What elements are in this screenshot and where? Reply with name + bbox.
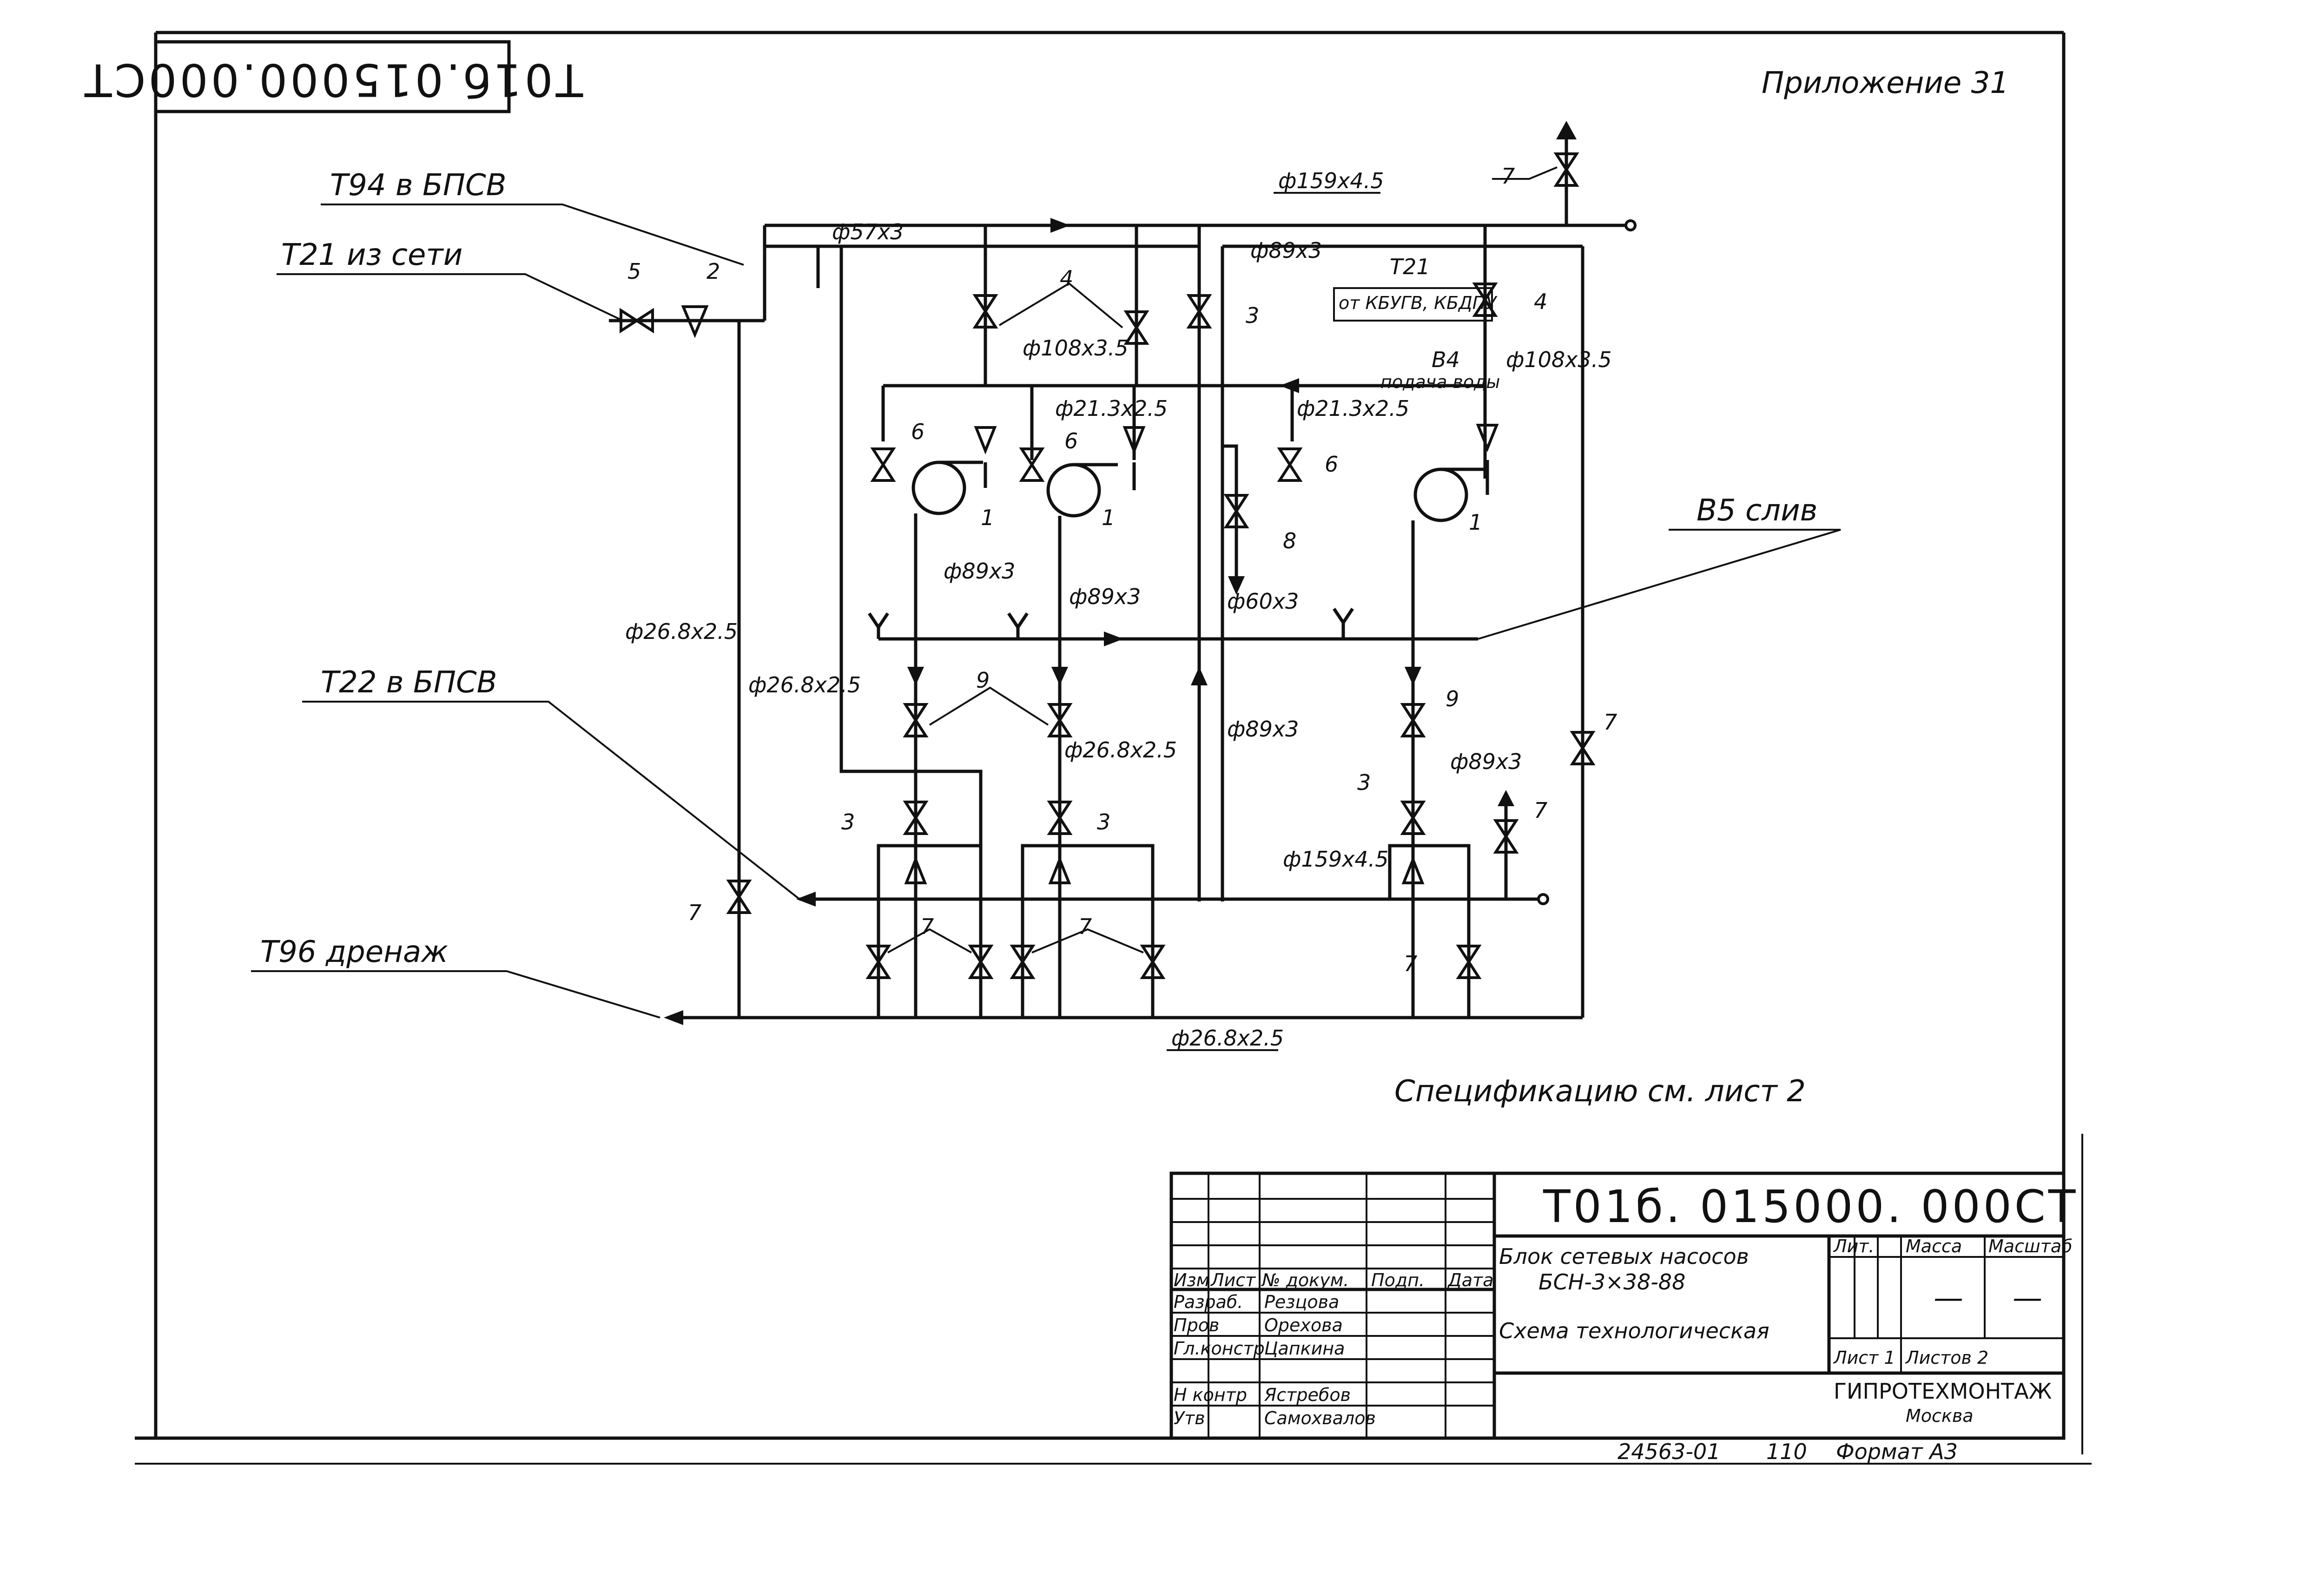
hdr-lit: Лит.: [1833, 1236, 1875, 1256]
b5-text: В5 слив: [1697, 493, 1817, 528]
pipe-108-left: ф108х3.5: [1023, 335, 1129, 361]
name-approve: Самохвалов: [1264, 1408, 1376, 1428]
sheet-count: Листов 2: [1905, 1348, 1988, 1368]
pipe-89-pump2: ф89х3: [1069, 584, 1141, 609]
name-checker: Орехова: [1264, 1315, 1343, 1335]
line-label-t94: Т94 в БПСВ: [321, 168, 744, 266]
hdr-list: Лист: [1210, 1270, 1256, 1290]
pos-7-vent: 7: [1534, 798, 1547, 823]
b4-inner: В4: [1432, 347, 1460, 372]
hdr-doc: № докум.: [1261, 1270, 1349, 1290]
pipe-268-mid: ф26.8х2.5: [748, 672, 861, 697]
inventory-number-2: 110: [1766, 1439, 1807, 1464]
pos-7-a: 7: [920, 914, 934, 939]
pos-3-c: 3: [1357, 770, 1371, 795]
role-checker: Пров: [1174, 1315, 1219, 1335]
pipe-89-top: ф89х3: [1250, 238, 1322, 263]
pipe-108-right: ф108х3.5: [1506, 347, 1612, 372]
pipe-labels: ф159х4.5 ф57х3 ф89х3 ф108х3.5 ф108х3.5 ф…: [625, 168, 1612, 1051]
inventory-number: 24563-01: [1618, 1439, 1720, 1464]
pipe-268-left: ф26.8х2.5: [625, 619, 738, 644]
rotated-stamp-text: Т01б.015000.000СТ: [82, 54, 583, 106]
appendix-label: Приложение 31: [1762, 66, 2009, 100]
pipe-60: ф60х3: [1227, 589, 1299, 614]
pipe-159-bottom: ф159х4.5: [1283, 847, 1389, 872]
pos-6-b: 6: [1064, 428, 1078, 454]
t21-inner: Т21: [1390, 254, 1430, 279]
t96-text: Т96 дренаж: [260, 935, 448, 969]
t21-inner-sub: от КБУГВ, КБДПУ: [1339, 293, 1498, 313]
sheet-number: Лист 1: [1833, 1348, 1895, 1368]
title-name-2: БСН-3×38-88: [1538, 1269, 1685, 1295]
pos-5: 5: [627, 259, 641, 284]
pos-2: 2: [706, 259, 720, 284]
pipe-268-bottom: ф26.8х2.5: [1171, 1026, 1284, 1051]
pipe-89-pump3: ф89х3: [1450, 749, 1522, 774]
pos-1-b: 1: [1102, 505, 1115, 530]
line-label-t96: Т96 дренаж: [251, 935, 660, 1019]
name-norm: Ястребов: [1264, 1385, 1351, 1405]
pipework: [609, 121, 1637, 1025]
pos-4-left: 4: [1060, 266, 1073, 291]
pos-4-right: 4: [1534, 289, 1547, 314]
pos-9-a: 9: [976, 668, 990, 693]
pos-9-b: 9: [1446, 686, 1459, 711]
t94-text: Т94 в БПСВ: [330, 168, 507, 203]
title-name-1: Блок сетевых насосов: [1499, 1244, 1749, 1269]
name-chief: Цапкина: [1264, 1338, 1345, 1359]
hdr-date: Дата: [1447, 1270, 1493, 1290]
scale-value: —: [2013, 1281, 2042, 1315]
line-label-t22: Т22 в БПСВ: [302, 665, 800, 900]
pos-1-a: 1: [981, 505, 994, 530]
name-developer: Резцова: [1264, 1292, 1339, 1312]
pos-3-a: 3: [841, 809, 855, 835]
sheet-format: Формат А3: [1836, 1439, 1958, 1464]
title-code: Т01б. 015000. 000СТ: [1543, 1181, 2078, 1233]
t21-text: Т21 из сети: [281, 238, 462, 272]
hdr-scale: Масштаб: [1988, 1236, 2073, 1256]
pipe-213-left: ф21.3х2.5: [1055, 396, 1168, 421]
pipe-89-mid: ф89х3: [1227, 717, 1299, 742]
line-label-t21: Т21 из сети: [277, 238, 623, 322]
pos-7-b: 7: [1078, 914, 1092, 939]
pos-1-c: 1: [1469, 510, 1482, 535]
role-approve: Утв: [1174, 1408, 1205, 1428]
title-block: Т01б. 015000. 000СТ Блок сетевых насосов…: [1169, 1171, 2078, 1464]
pipe-89-pump1: ф89х3: [944, 559, 1015, 584]
b4-inner-sub: подача воды: [1380, 372, 1500, 392]
pos-7-left: 7: [688, 900, 701, 925]
t22-text: Т22 в БПСВ: [321, 665, 497, 700]
pos-7-c: 7: [1404, 951, 1417, 976]
hdr-sign: Подп.: [1371, 1270, 1425, 1290]
org-name: ГИПРОТЕХМОНТАЖ: [1834, 1379, 2052, 1404]
hdr-mass: Масса: [1906, 1236, 1962, 1256]
specification-note: Спецификацию см. лист 2: [1394, 1074, 1806, 1109]
inner-line-tags: Т21 от КБУГВ, КБДПУ В4 подача воды: [1333, 254, 1500, 392]
pos-6-c: 6: [1325, 452, 1338, 477]
role-developer: Разраб.: [1174, 1292, 1243, 1312]
pos-3-top: 3: [1246, 303, 1259, 328]
rotated-stamp: Т01б.015000.000СТ: [82, 40, 583, 113]
org-city: Москва: [1906, 1406, 1974, 1426]
line-label-b5: В5 слив: [1478, 493, 1841, 640]
pipe-213-right: ф21.3х2.5: [1297, 396, 1409, 421]
mass-value: —: [1934, 1281, 1963, 1315]
pipe-268-pump2: ф26.8х2.5: [1064, 737, 1177, 763]
pos-7-right: 7: [1604, 710, 1617, 735]
pipe-57: ф57х3: [832, 219, 904, 244]
role-chief: Гл.констр: [1174, 1338, 1265, 1359]
role-norm: Н контр: [1174, 1385, 1247, 1405]
pos-7-top: 7: [1501, 164, 1515, 189]
title-name-3: Схема технологическая: [1499, 1318, 1769, 1343]
pos-8: 8: [1283, 528, 1296, 553]
pos-6-a: 6: [911, 419, 924, 444]
position-numbers: 5 2 4 4 3 6 6 6 1 1 1 8 9 9 7 3 3 3 7 7 …: [627, 164, 1617, 976]
pos-3-b: 3: [1097, 809, 1110, 835]
pipe-159-top: ф159х4.5: [1278, 168, 1384, 193]
hdr-izm: Изм: [1174, 1270, 1209, 1290]
